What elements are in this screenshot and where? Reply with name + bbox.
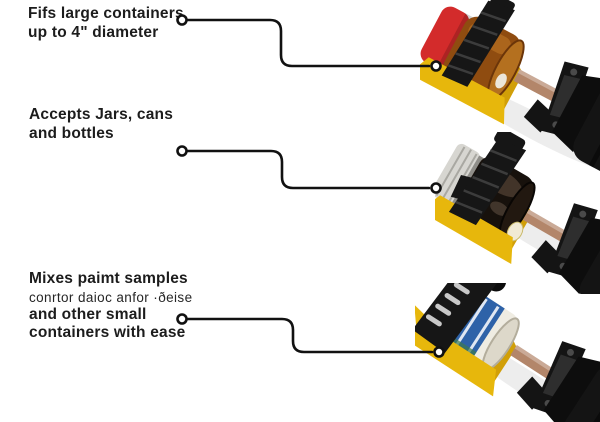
feature-3-line-2: conrtor daioc anfor ·ðeise [29,289,193,305]
feature-2-line-2: and bottles [29,124,114,142]
feature-1-label: Fifs large containers up to 4" diameter [28,5,184,42]
jar-red-cap [420,6,470,69]
drive-shaft [522,209,567,242]
mixer-assembly-large-jar [420,0,600,210]
drive-shaft [510,345,554,380]
callout-line-3 [186,317,434,354]
feature-2-line-1: Accepts Jars, cans [29,106,174,123]
feature-3-label: Mixes paimt samples conrtor daioc anfor … [29,270,192,343]
strap-band [415,283,500,354]
feature-3-line-3: and other small [29,305,147,323]
drill-collar [552,75,600,153]
callout-line-1 [186,18,431,68]
cradle-plate [420,57,505,125]
jar-bottom-label [495,73,507,89]
drill-collar [543,356,600,422]
feature-1-line-2: up to 4" diameter [28,23,159,41]
drill-collar [559,217,600,294]
mixer-assembly-glass-jar [435,132,600,294]
feature-3-line-1: Mixes paimt samples [29,270,188,287]
drive-shaft [513,69,561,103]
product-photo-large-jar [420,0,600,210]
callout-2-start-dot [176,145,188,157]
cradle-plate [435,195,513,265]
product-photo-sample-can [415,283,600,422]
callout-line-2 [186,149,431,190]
feature-3-line-4: containers with ease [29,324,186,341]
mixer-assembly-sample-can [415,283,600,422]
feature-2-label: Accepts Jars, cans and bottles [29,106,173,143]
product-photo-glass-jar [435,132,600,294]
feature-1-line-1: Fifs large containers [28,5,184,22]
